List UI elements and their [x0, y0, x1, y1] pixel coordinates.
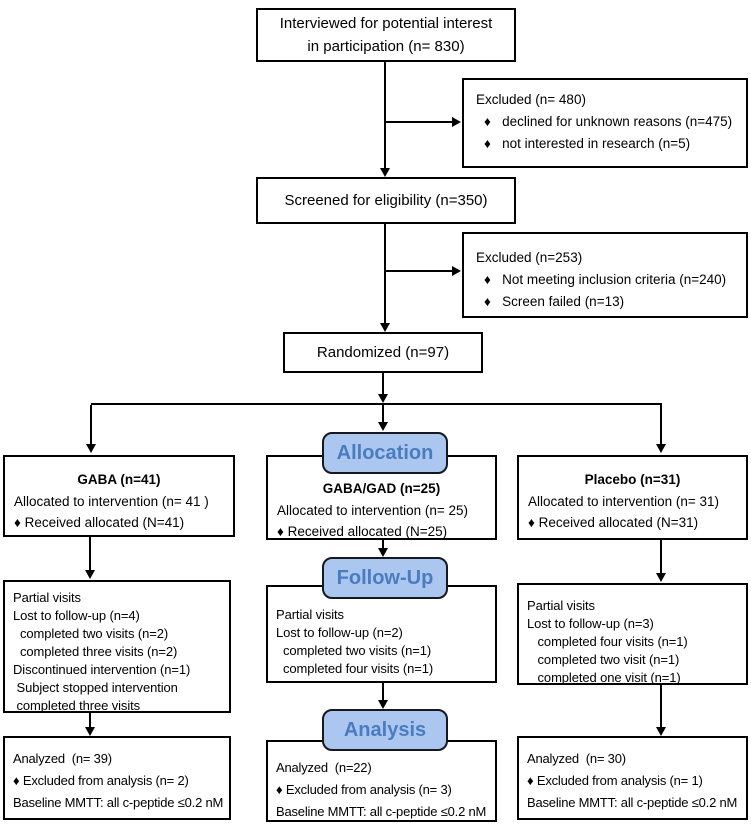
- connector-gabagad-followup-line: [382, 540, 384, 549]
- arrowhead-split-allocation: [378, 422, 388, 431]
- arrowhead-excluded2: [452, 266, 461, 276]
- followup-placebo-line: Partial visits: [527, 598, 595, 613]
- excluded1-item: ♦ not interested in research (n=5): [484, 136, 691, 151]
- excluded1-item: ♦ declined for unknown reasons (n=475): [484, 114, 733, 129]
- randomized-box: Randomized (n=97): [283, 332, 483, 373]
- screened-box: Screened for eligibility (n=350): [256, 177, 516, 224]
- followup-placebo-box: Partial visits Lost to follow-up (n=3) c…: [517, 583, 748, 685]
- placebo-arm-line: ♦ Received allocated (N=31): [528, 515, 699, 530]
- connector-followup-analysis-label-line: [382, 683, 384, 700]
- connector-randomized-split-line: [382, 373, 384, 394]
- gabagad-arm-line: Allocated to intervention (n= 25): [277, 503, 468, 518]
- excluded2-item: ♦ Screen failed (n=13): [484, 294, 625, 309]
- followup-gabagad-line: completed four visits (n=1): [276, 661, 434, 676]
- followup-gaba-line: Subject stopped intervention: [13, 680, 178, 695]
- excluded-after-screening-box: Excluded (n=253) ♦ Not meeting inclusion…: [462, 232, 748, 318]
- followup-gaba-line: Lost to follow-up (n=4): [13, 608, 140, 623]
- followup-placebo-line: completed four visits (n=1): [527, 634, 688, 649]
- analyzed-placebo-box: Analyzed (n= 30) ♦ Excluded from analysi…: [517, 736, 748, 820]
- interviewed-line-1: Interviewed for potential interest: [279, 15, 493, 32]
- followup-gaba-line: completed two visits (n=2): [13, 626, 169, 641]
- arrowhead-excluded1: [452, 117, 461, 127]
- split-horizontal-line: [91, 403, 662, 405]
- connector-split-gaba-line: [90, 405, 92, 444]
- excluded2-title: Excluded (n=253): [476, 250, 583, 265]
- arrowhead-randomized-split: [378, 394, 388, 403]
- followup-placebo-line: completed one visit (n=1): [527, 670, 681, 685]
- excluded2-item: ♦ Not meeting inclusion criteria (n=240): [484, 272, 727, 287]
- followup-gabagad-line: Partial visits: [276, 607, 344, 622]
- connector-placebo-followup-line: [660, 540, 662, 573]
- analyzed-gabagad-line: ♦ Excluded from analysis (n= 3): [276, 782, 452, 797]
- arrowhead-placebo-followup: [656, 573, 666, 582]
- placebo-arm-title: Placebo (n=31): [584, 472, 681, 487]
- connector-split-allocation-line: [382, 405, 384, 422]
- connector-followup-analyzed-placebo-line: [660, 685, 662, 727]
- arrowhead-interviewed-screened: [380, 168, 390, 177]
- connector-screened-randomized-line: [384, 224, 386, 324]
- followup-stage-text: Follow-Up: [336, 566, 434, 589]
- connector-split-placebo-line: [660, 405, 662, 444]
- connector-followup-analyzed-gaba-line: [89, 713, 91, 727]
- gaba-arm-box: GABA (n=41) Allocated to intervention (n…: [3, 455, 235, 537]
- followup-placebo-line: completed two visit (n=1): [527, 652, 680, 667]
- gaba-arm-title: GABA (n=41): [77, 472, 161, 487]
- followup-gaba-line: completed three visits: [13, 698, 141, 713]
- analyzed-placebo-line: ♦ Excluded from analysis (n= 1): [527, 773, 703, 788]
- arrowhead-split-placebo: [656, 444, 666, 453]
- followup-gaba-line: completed three visits (n=2): [13, 644, 178, 659]
- allocation-stage-label: Allocation: [322, 432, 448, 474]
- followup-gaba-line: Discontinued intervention (n=1): [13, 662, 191, 677]
- analyzed-gabagad-line: Analyzed (n=22): [276, 760, 372, 775]
- analyzed-placebo-line: Baseline MMTT: all c-peptide ≤0.2 nM: [527, 795, 738, 810]
- followup-placebo-line: Lost to follow-up (n=3): [527, 616, 654, 631]
- excluded-after-interview-box: Excluded (n= 480) ♦ declined for unknown…: [462, 78, 748, 168]
- connector-interviewed-screened-line: [384, 62, 386, 169]
- arrowhead-followup-analyzed-gaba: [85, 727, 95, 736]
- arrowhead-gabagad-followup: [378, 548, 388, 557]
- gaba-arm-line: ♦ Received allocated (N=41): [14, 515, 185, 530]
- gaba-arm-line: Allocated to intervention (n= 41 ): [14, 494, 209, 509]
- interviewed-line-2: in participation (n= 830): [307, 38, 465, 55]
- analysis-stage-text: Analysis: [343, 718, 427, 741]
- analyzed-gaba-line: Analyzed (n= 39): [13, 751, 112, 766]
- followup-stage-label: Follow-Up: [322, 557, 448, 599]
- excluded1-title: Excluded (n= 480): [476, 92, 586, 107]
- analyzed-gaba-box: Analyzed (n= 39) ♦ Excluded from analysi…: [3, 736, 231, 820]
- gabagad-arm-title: GABA/GAD (n=25): [322, 481, 441, 496]
- connector-gaba-followup-line: [89, 537, 91, 570]
- connector-excluded2-line: [385, 270, 453, 272]
- randomized-text: Randomized (n=97): [316, 344, 450, 361]
- connector-excluded1-line: [385, 121, 453, 123]
- analyzed-gabagad-box: Analyzed (n=22) ♦ Excluded from analysis…: [266, 740, 497, 822]
- analyzed-placebo-line: Analyzed (n= 30): [527, 751, 626, 766]
- arrowhead-gaba-followup: [85, 570, 95, 579]
- followup-gabagad-line: Lost to follow-up (n=2): [276, 625, 403, 640]
- analysis-stage-label: Analysis: [322, 709, 448, 751]
- gabagad-arm-line: ♦ Received allocated (N=25): [277, 524, 448, 539]
- followup-gabagad-line: completed two visits (n=1): [276, 643, 432, 658]
- allocation-stage-text: Allocation: [336, 441, 434, 464]
- interviewed-box: Interviewed for potential interest in pa…: [256, 8, 516, 62]
- followup-gaba-line: Partial visits: [13, 590, 81, 605]
- analyzed-gaba-line: ♦ Excluded from analysis (n= 2): [13, 773, 189, 788]
- arrowhead-followup-analyzed-placebo: [656, 727, 666, 736]
- arrowhead-followup-analysis-label: [378, 700, 388, 709]
- placebo-arm-box: Placebo (n=31) Allocated to intervention…: [517, 455, 748, 540]
- screened-text: Screened for eligibility (n=350): [284, 192, 488, 209]
- followup-gaba-box: Partial visits Lost to follow-up (n=4) c…: [3, 580, 231, 713]
- analyzed-gabagad-line: Baseline MMTT: all c-peptide ≤0.2 nM: [276, 804, 487, 819]
- arrowhead-screened-randomized: [380, 323, 390, 332]
- arrowhead-split-gaba: [86, 444, 96, 453]
- analyzed-gaba-line: Baseline MMTT: all c-peptide ≤0.2 nM: [13, 795, 224, 810]
- placebo-arm-line: Allocated to intervention (n= 31): [528, 494, 719, 509]
- followup-gabagad-box: Partial visits Lost to follow-up (n=2) c…: [266, 585, 497, 683]
